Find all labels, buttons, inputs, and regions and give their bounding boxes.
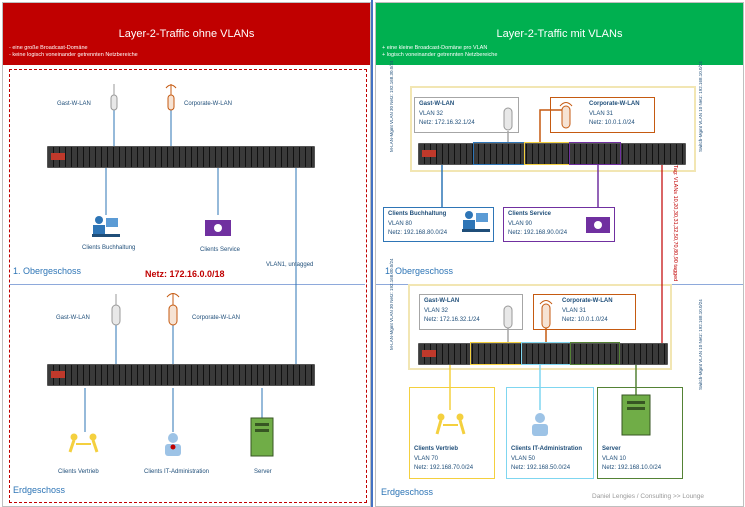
left-vlan-label: VLAN1, untagged (266, 262, 314, 268)
left-header-title: Layer-2-Traffic ohne VLANs (118, 28, 255, 40)
right-lower-corp-ap-icon (539, 300, 553, 329)
left-dashed-frame (9, 69, 367, 503)
left-lower-guest-label: Gast-W-LAN (56, 315, 90, 321)
right-upper-port-group-buch (473, 142, 525, 165)
right-lower-port-group-itadmin (521, 342, 571, 365)
right-upper-port-group-wlan (524, 142, 570, 165)
left-lower-guest-ap-icon (111, 294, 121, 326)
right-upper-buchhaltung-icon (462, 211, 490, 232)
right-upper-service-icon (586, 217, 610, 233)
left-lower-server-label: Server (254, 469, 272, 475)
right-upper-corp-ap-icon (559, 102, 573, 129)
right-header-title: Layer-2-Traffic mit VLANs (496, 28, 623, 40)
right-upper-port-group-service (569, 142, 621, 165)
left-upper-corp-ap-icon (165, 84, 177, 111)
right-upper-guest-ap-icon (503, 107, 513, 131)
left-bullet-1: - eine große Broadcast-Domäne (9, 45, 88, 51)
left-lower-switch (47, 364, 315, 386)
panel-separator (371, 0, 373, 507)
right-lower-itadmin-box: Clients IT-Administration VLAN 50 Netz: … (506, 387, 594, 479)
right-upper-mgmt-left: M-LAN-Mgmt VLAN 30 Netz: 192.168.30.0/24 (389, 60, 394, 152)
left-panel: Layer-2-Traffic ohne VLANs - eine große … (2, 2, 371, 507)
right-lower-itadmin-icon (532, 413, 548, 436)
left-lower-server-icon (250, 417, 274, 457)
right-lower-vertrieb-icon (435, 413, 466, 435)
right-floor1-label: 1. Obergeschoss (385, 266, 454, 276)
left-lower-itadmin-label: Clients IT-Administration (144, 469, 210, 475)
left-upper-buchhaltung-label: Clients Buchhaltung (82, 245, 136, 251)
right-upper-switch (418, 143, 686, 165)
right-lower-server-icon (621, 394, 651, 436)
left-upper-service-icon (205, 220, 231, 236)
right-bullet-1: + eine kleine Broadcast-Domäne pro VLAN (382, 45, 488, 51)
left-lower-corp-ap-icon (166, 293, 180, 326)
left-lower-vertrieb-label: Clients Vertrieb (58, 469, 99, 475)
right-lower-guest-ap-icon (503, 305, 513, 329)
left-floor-divider (9, 284, 365, 285)
right-header: Layer-2-Traffic mit VLANs + eine kleine … (376, 3, 743, 65)
left-lower-vertrieb-icon (68, 433, 99, 453)
left-lower-itadmin-icon (165, 433, 181, 456)
left-upper-switch (47, 146, 315, 168)
right-upper-buchhaltung-box: Clients Buchhaltung VLAN 80 Netz: 192.16… (383, 207, 494, 242)
right-lower-port-group-server (570, 342, 620, 365)
right-lower-vertrieb-box: Clients Vertrieb VLAN 70 Netz: 192.168.7… (409, 387, 495, 479)
right-lower-mgmt-right: Switch-Mgmt VLAN 10 Netz: 192.168.10.0/2… (698, 299, 703, 390)
left-upper-guest-ap-icon (110, 84, 118, 111)
left-upper-service-label: Clients Service (200, 247, 241, 253)
left-network-label: Netz: 172.16.0.0/18 (145, 269, 225, 279)
left-upper-guest-label: Gast-W-LAN (57, 101, 91, 107)
left-header: Layer-2-Traffic ohne VLANs - eine große … (3, 3, 370, 65)
credit-text: Daniel Lengies / Consulting >> Lounge (592, 493, 705, 500)
left-floor0-label: Erdgeschoss (13, 485, 66, 495)
left-floor1-label: 1. Obergeschoss (13, 266, 82, 276)
left-lower-corp-label: Corporate-W-LAN (192, 315, 240, 321)
right-lower-switch (418, 343, 668, 365)
right-lower-port-group-vertrieb (470, 342, 522, 365)
right-trunk-label: Tag: VLANs 10,20,30,31,32,50,70,80,90 ta… (672, 165, 678, 282)
right-upper-ap-group (410, 86, 696, 172)
left-upper-corp-label: Corporate-W-LAN (184, 101, 232, 107)
right-floor0-label: Erdgeschoss (381, 487, 434, 497)
right-upper-guest-box: Gast-W-LAN VLAN 32 Netz: 172.16.32.1/24 (414, 97, 519, 133)
left-bullet-2: - keine logisch voneinander getrennten N… (9, 52, 138, 58)
right-upper-mgmt-right: Switch-Mgmt VLAN 10 Netz: 192.168.10.0/2… (698, 61, 703, 152)
right-bullet-2: + logisch voneinander getrennten Netzber… (382, 52, 498, 58)
left-upper-links (68, 84, 297, 457)
left-upper-buchhaltung-icon (92, 216, 120, 237)
